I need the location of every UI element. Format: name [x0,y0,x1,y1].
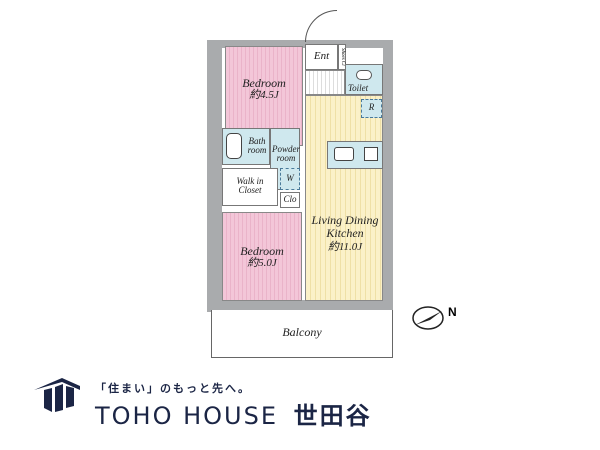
compass-icon [412,306,444,330]
toilet: Toilet [345,64,383,95]
balcony: Balcony [211,310,393,358]
bedroom-2-size: 約5.0J [247,256,277,269]
ldk-label: Living Dining Kitchen [306,214,384,239]
bedroom-1-label: Bedroom [242,76,286,90]
left-wall [207,40,222,312]
bedroom-2: Bedroom 約5.0J [222,212,302,301]
walk-in-closet: Walk in Closet [222,168,278,206]
bath-label: Bath room [247,136,267,156]
closet: Clo [280,192,300,208]
toilet-label: Toilet [348,83,369,93]
brand-tagline: 「住まい」のもっと先へ。 [95,382,251,395]
living-dining-kitchen: Living Dining Kitchen 約11.0J [305,95,383,301]
compass-north-label: N [448,305,457,319]
balcony-label: Balcony [282,325,322,339]
powder-label: Powder room [272,144,300,164]
entrance-label: Ent [313,50,330,62]
bedroom-2-label: Bedroom [240,244,284,258]
toho-house-logo-icon [34,378,80,412]
walk-in-closet-label: Walk in Closet [236,176,264,196]
ldk-size: 約11.0J [327,241,363,253]
toilet-icon [356,70,372,80]
washer-label: W [286,173,294,183]
entrance-door [305,10,337,42]
bathtub-icon [226,133,242,159]
washer-space: W [280,168,300,190]
shoes-closet: Shoes Cl [338,44,346,70]
sink-icon [334,147,354,161]
hallway [305,70,345,95]
ldk-name: Living Dining Kitchen [311,213,379,240]
bottom-wall [207,300,393,310]
entrance: Ent [305,44,338,70]
bedroom-1-size: 約4.5J [249,88,279,101]
bathroom: Bath room [222,128,270,165]
brand-name: TOHO HOUSE 世田谷 [95,396,372,431]
top-wall [207,40,392,48]
right-wall [383,40,393,312]
kitchen-counter [327,141,383,169]
brand-branch: 世田谷 [293,402,372,430]
stove-icon [364,147,378,161]
refrigerator-label: R [368,102,375,112]
refrigerator-space: R [361,99,382,118]
compass: N [410,303,457,333]
closet-label: Clo [283,194,297,204]
brand-name-text: TOHO HOUSE [95,402,279,430]
